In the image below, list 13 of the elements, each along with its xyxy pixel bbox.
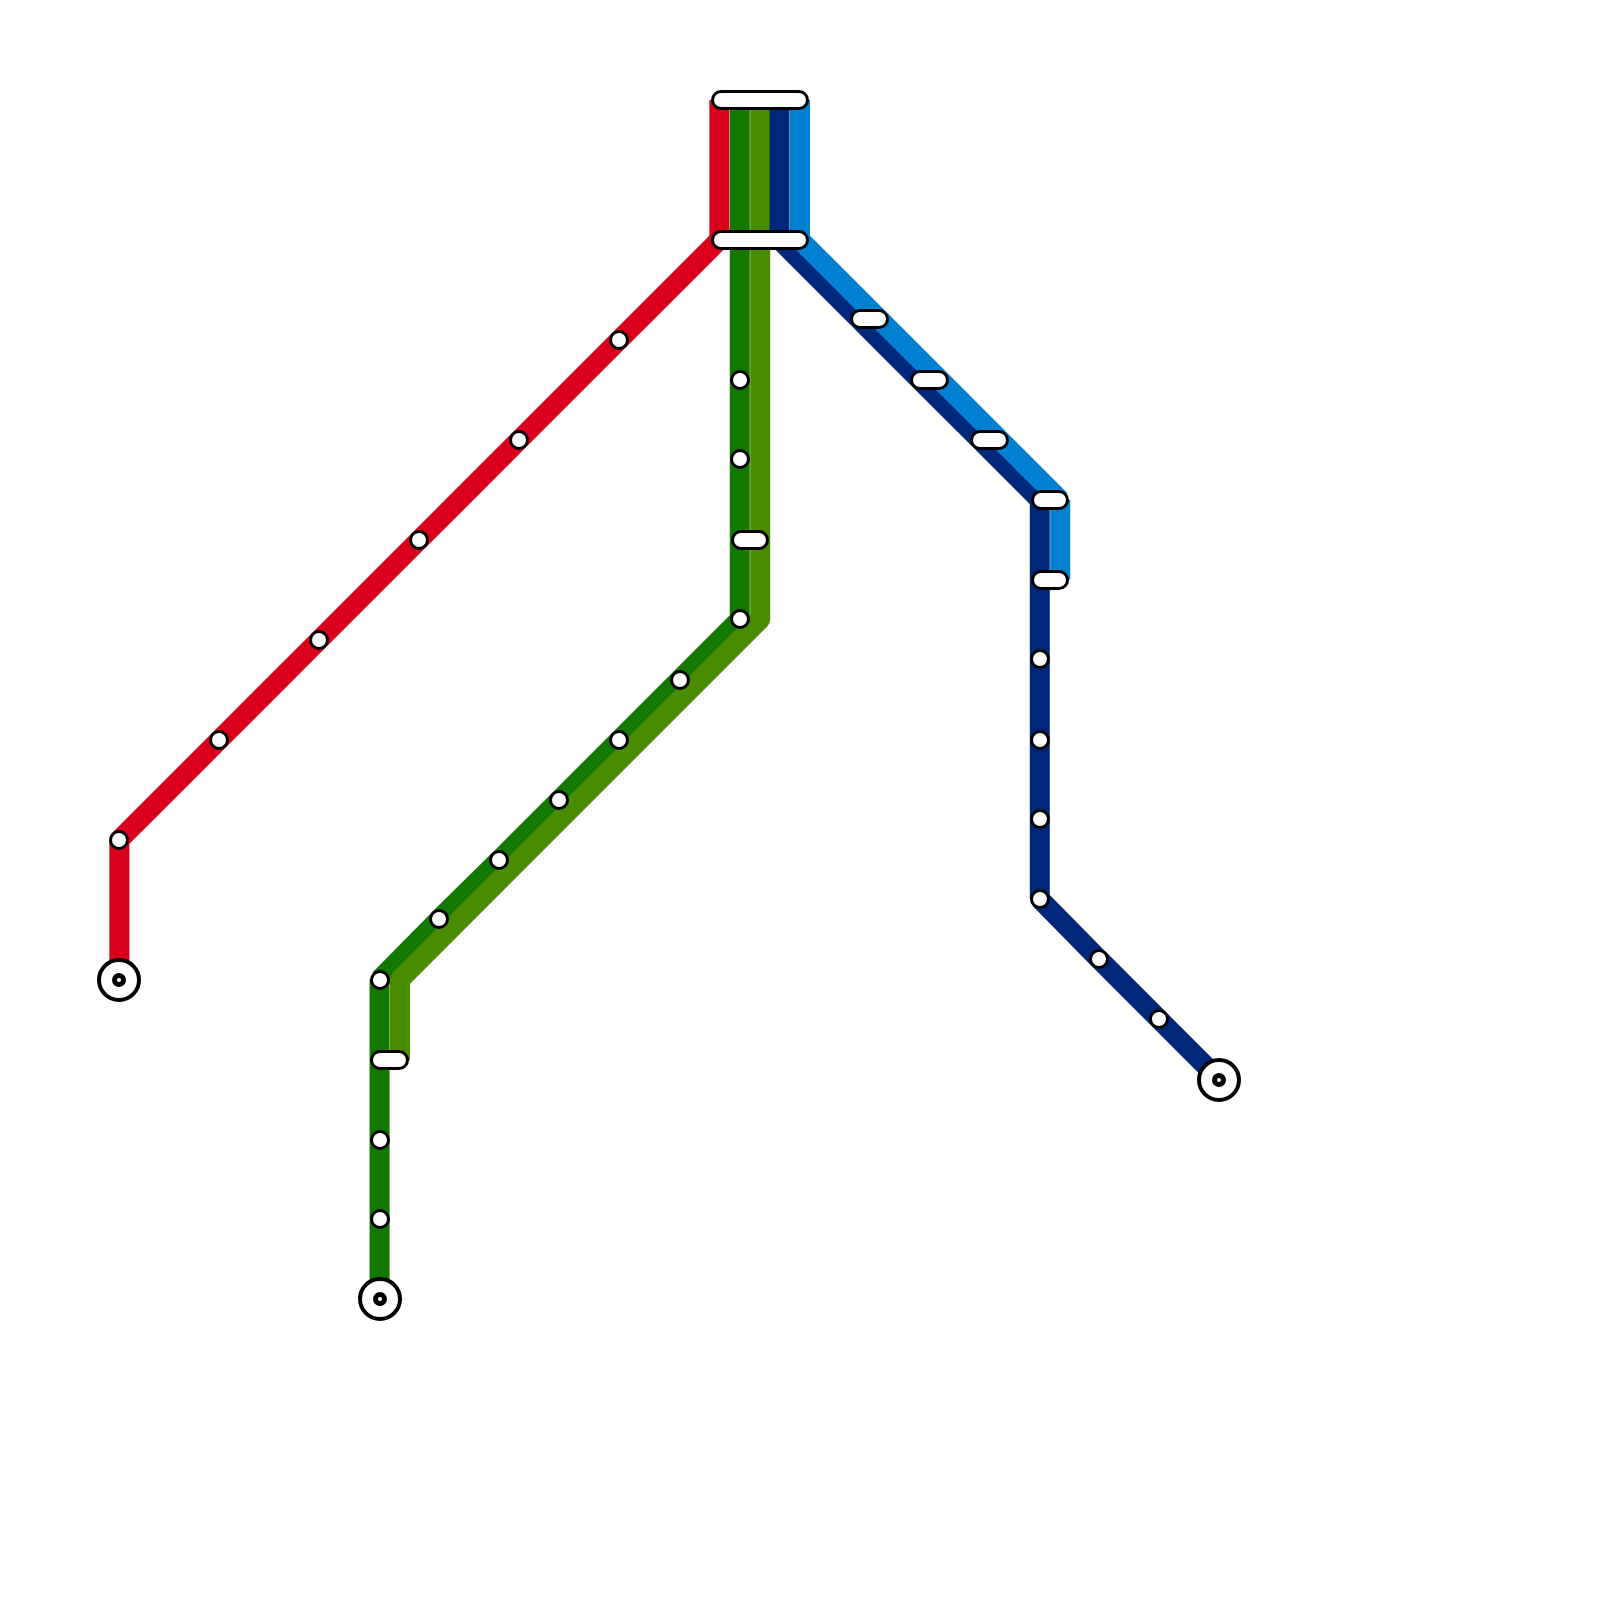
station-marker bbox=[1029, 809, 1050, 830]
station-marker bbox=[549, 790, 570, 810]
terminus-marker bbox=[1197, 1057, 1242, 1102]
station-marker bbox=[1029, 649, 1050, 670]
station-marker bbox=[369, 969, 390, 990]
station-marker bbox=[1149, 1009, 1170, 1030]
interchange-marker bbox=[711, 90, 810, 110]
metro-line bbox=[1050, 500, 1071, 580]
metro-line bbox=[1029, 500, 1050, 580]
station-marker bbox=[369, 1209, 390, 1230]
station-marker bbox=[729, 449, 750, 470]
interchange-marker bbox=[850, 309, 889, 330]
interchange-marker bbox=[370, 1050, 410, 1071]
